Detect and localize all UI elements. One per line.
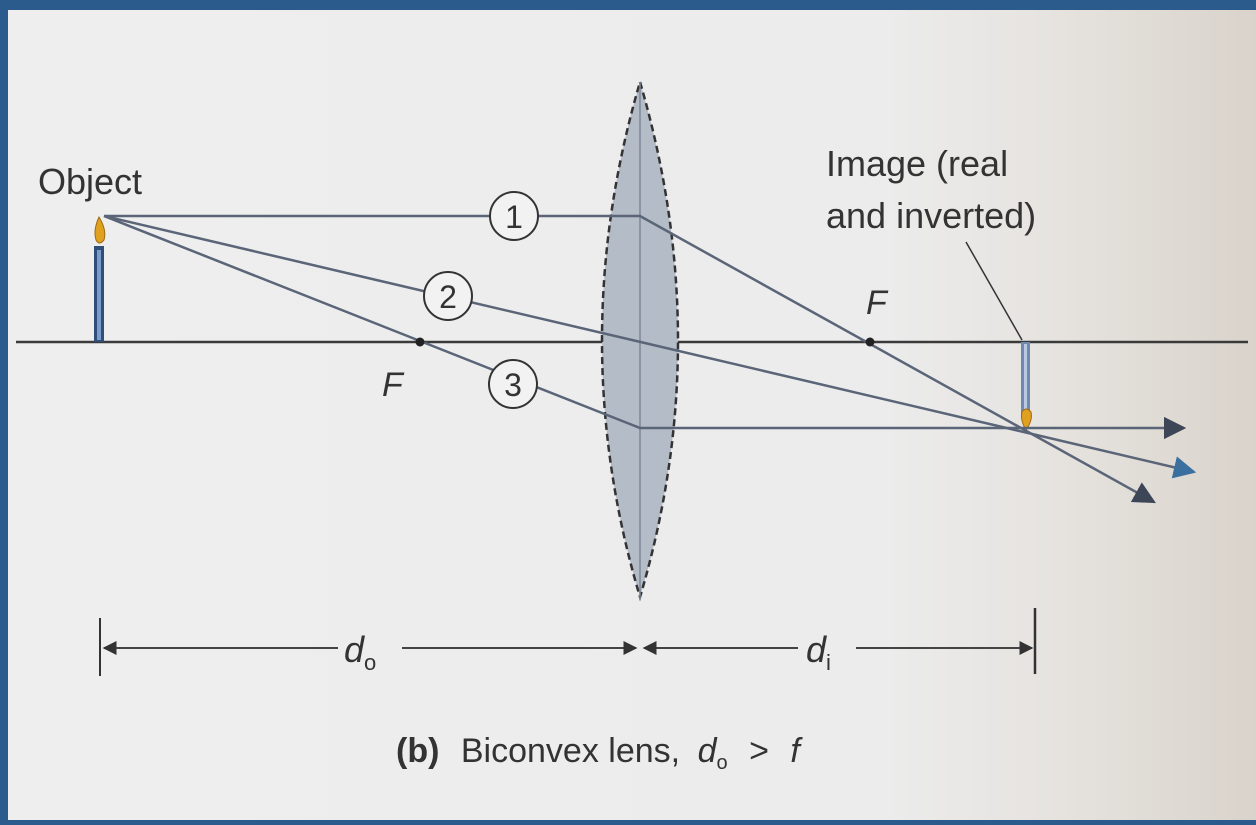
object-distance-symbol: d bbox=[344, 629, 365, 670]
ray-2-number: 2 bbox=[439, 279, 457, 315]
caption-relation: > bbox=[749, 732, 769, 770]
image-label-line1: Image (real bbox=[826, 143, 1008, 184]
focal-label-front: F bbox=[382, 366, 405, 404]
lens-diagram: F F 1 2 3 Object Image (real and inverte… bbox=[16, 77, 1248, 777]
ray-3 bbox=[103, 214, 1187, 440]
image-label-line2: and inverted) bbox=[826, 195, 1036, 236]
focal-label-back: F bbox=[866, 284, 889, 322]
object-label: Object bbox=[38, 161, 142, 202]
figure-caption: (b) Biconvex lens, do > f bbox=[396, 732, 803, 777]
caption-tag: (b) bbox=[396, 732, 439, 770]
focal-point-back bbox=[865, 337, 875, 347]
ray-3-marker: 3 bbox=[488, 359, 538, 409]
figure-panel: F F 1 2 3 Object Image (real and inverte… bbox=[8, 10, 1256, 820]
object-candle-highlight bbox=[97, 250, 101, 340]
image-flame-icon bbox=[1021, 408, 1032, 431]
image-distance-symbol: d bbox=[806, 629, 827, 670]
ray-2 bbox=[103, 214, 1197, 479]
object-distance-label: do bbox=[344, 629, 376, 675]
image-distance-subscript: i bbox=[826, 650, 831, 675]
ray-1 bbox=[104, 214, 1156, 504]
object-distance-subscript: o bbox=[364, 650, 376, 675]
object-flame-icon bbox=[94, 215, 106, 244]
ray-1-marker: 1 bbox=[489, 191, 539, 241]
image-label-leader bbox=[965, 241, 1023, 341]
focal-point-front bbox=[415, 337, 425, 347]
caption-focal: f bbox=[790, 732, 803, 770]
caption-d-subscript: o bbox=[716, 752, 727, 774]
ray-3-number: 3 bbox=[504, 367, 522, 403]
caption-text: Biconvex lens, bbox=[461, 732, 680, 770]
ray-1-number: 1 bbox=[505, 199, 523, 235]
caption-d-symbol: d bbox=[698, 732, 718, 770]
ray-2-marker: 2 bbox=[423, 271, 473, 321]
image-candle-highlight bbox=[1024, 344, 1027, 416]
image-distance-label: di bbox=[806, 629, 831, 675]
